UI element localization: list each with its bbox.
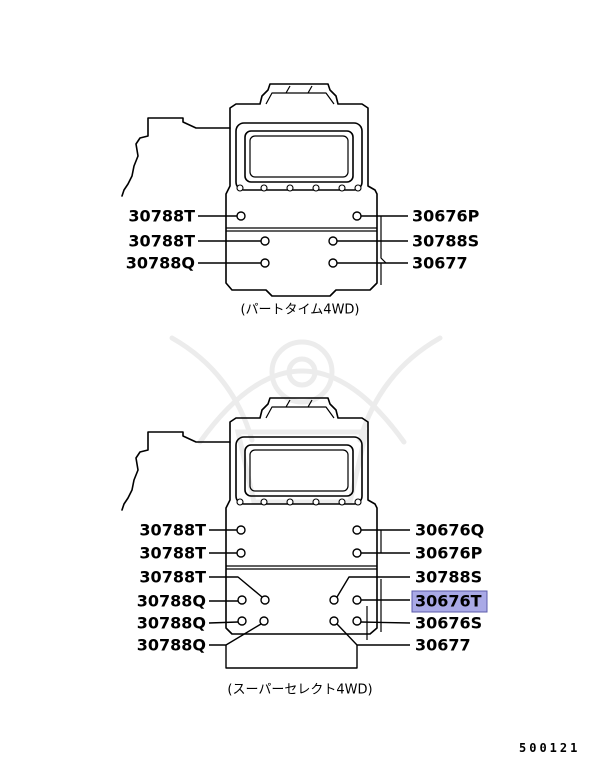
bolt-marker	[237, 616, 247, 626]
housing-top-detail	[265, 85, 335, 105]
part-number-label[interactable]: 30788Q	[126, 254, 195, 273]
bolt-marker	[329, 616, 339, 626]
housing-top-detail	[265, 399, 335, 419]
part-number-label[interactable]: 30788S	[415, 568, 482, 587]
flange-bolt	[286, 184, 294, 192]
bolt-marker	[328, 258, 338, 268]
flange-bolt	[354, 184, 362, 192]
bolt-marker	[260, 595, 270, 605]
bolt-marker	[328, 236, 338, 246]
leader-line	[208, 621, 239, 624]
bolt-marker	[236, 211, 246, 221]
transfer-case-outline	[121, 431, 231, 511]
watermark-ring-outer	[269, 339, 335, 405]
flange-bolt	[354, 498, 362, 506]
diagram-part-time-4wd: 30788T 30788T 30788Q 30676P 30788S 30677…	[121, 83, 480, 318]
leader-lines	[208, 529, 411, 669]
case-separator-line	[226, 227, 377, 232]
bolt-marker	[237, 595, 247, 605]
part-number-label[interactable]: 30676P	[415, 544, 483, 563]
part-number-label[interactable]: 30788T	[128, 232, 195, 251]
flange-bolt	[236, 498, 244, 506]
oil-pan-flange	[235, 122, 363, 191]
bolt-marker	[352, 595, 362, 605]
oil-pan-inner-edge	[249, 135, 349, 178]
diagram-caption: (パートタイム4WD)	[240, 303, 359, 318]
watermark-horn-right	[357, 335, 443, 443]
part-number-label[interactable]: 30788Q	[137, 592, 206, 611]
part-number-label[interactable]: 30788Q	[137, 636, 206, 655]
part-number-label[interactable]: 30788T	[139, 568, 206, 587]
watermark-crest	[169, 335, 443, 505]
part-number-label[interactable]: 30788T	[139, 521, 206, 540]
oil-pan-inner-edge	[249, 449, 349, 492]
part-number-label[interactable]: 30788Q	[137, 614, 206, 633]
transfer-case-outline	[121, 117, 231, 197]
case-separator-line	[226, 565, 377, 570]
case-right-edge-detail	[366, 530, 382, 640]
leader-lines	[198, 215, 408, 264]
part-number-label[interactable]: 30788S	[412, 232, 479, 251]
bolt-marker	[352, 525, 362, 535]
flange-bolt	[312, 498, 320, 506]
oil-pan-flange	[235, 436, 363, 505]
flange-bolt	[312, 184, 320, 192]
oil-pan-inner	[244, 444, 354, 497]
flange-bolt	[260, 498, 268, 506]
bolt-markers	[236, 211, 362, 268]
bolt-marker	[236, 548, 246, 558]
leader-line	[209, 576, 263, 598]
bolt-marker	[352, 616, 362, 626]
flange-bolts	[236, 184, 362, 192]
leader-line	[360, 621, 411, 624]
watermark-helmet-arc	[197, 368, 407, 445]
part-number-label[interactable]: 30788T	[139, 544, 206, 563]
part-number-label[interactable]: 30676Q	[415, 521, 484, 540]
diagram-caption: (スーパーセレクト4WD)	[227, 683, 372, 698]
flange-bolts	[236, 498, 362, 506]
bolt-markers	[236, 525, 362, 626]
part-number-label[interactable]: 30677	[415, 636, 471, 655]
bolt-marker	[236, 525, 246, 535]
diagram-number: 500121	[519, 741, 580, 755]
bolt-marker	[352, 211, 362, 221]
leader-line	[336, 576, 410, 598]
part-number-label[interactable]: 30788T	[128, 207, 195, 226]
transmission-outline	[225, 83, 378, 297]
flange-bolt	[236, 184, 244, 192]
case-right-edge-detail	[380, 216, 387, 285]
watermark-ring-inner	[286, 356, 318, 388]
flange-bolt	[338, 184, 346, 192]
flange-bolt	[260, 184, 268, 192]
part-number-label[interactable]: 30676P	[412, 207, 480, 226]
bolt-marker	[259, 616, 269, 626]
leader-line	[336, 623, 410, 646]
part-number-label-selected[interactable]: 30676T	[415, 592, 482, 611]
bolt-marker	[352, 548, 362, 558]
diagram-super-select-4wd: 30788T 30788T 30788T 30788Q 30788Q 30788…	[121, 397, 488, 698]
bolt-marker	[260, 236, 270, 246]
flange-bolt	[338, 498, 346, 506]
watermark-horn-left	[169, 335, 255, 443]
bolt-marker	[260, 258, 270, 268]
transmission-outline	[225, 397, 378, 635]
part-number-label[interactable]: 30677	[412, 254, 468, 273]
flange-bolt	[286, 498, 294, 506]
oil-pan-inner	[244, 130, 354, 183]
selected-part-highlight	[411, 590, 488, 613]
bracket-line	[225, 645, 358, 669]
bolt-marker	[329, 595, 339, 605]
part-number-label[interactable]: 30676S	[415, 614, 482, 633]
watermark-mask	[234, 429, 370, 505]
